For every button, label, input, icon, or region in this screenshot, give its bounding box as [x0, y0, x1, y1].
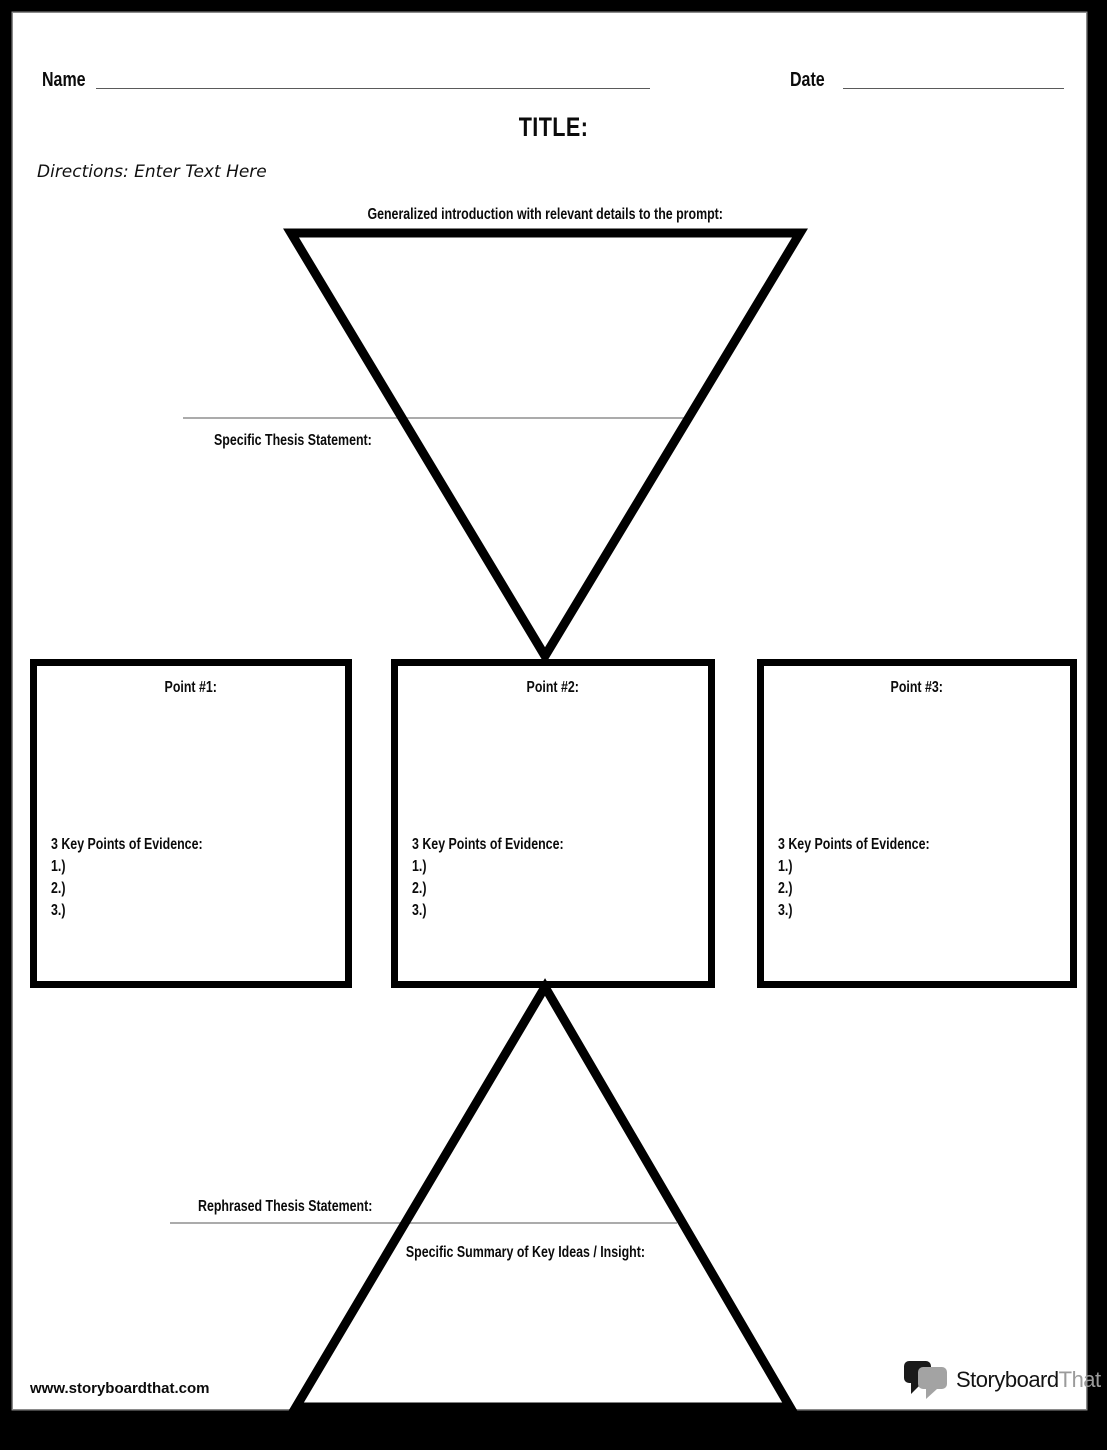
point-title: Point #3: — [890, 679, 944, 696]
evidence-item: 3.) — [51, 902, 66, 919]
evidence-item: 1.) — [51, 858, 66, 875]
evidence-label: 3 Key Points of Evidence: — [51, 836, 203, 853]
point-title: Point #1: — [164, 679, 218, 696]
logo-text: StoryboardThat — [956, 1367, 1101, 1393]
thesis-label: Specific Thesis Statement: — [214, 432, 372, 449]
rephrased-thesis-label: Rephrased Thesis Statement: — [198, 1198, 373, 1215]
evidence-item: 1.) — [412, 858, 427, 875]
evidence-item: 3.) — [412, 902, 427, 919]
point-box-2[interactable]: Point #2: 3 Key Points of Evidence: 1.) … — [391, 659, 715, 988]
conclusion-triangle — [288, 978, 798, 1412]
summary-label: Specific Summary of Key Ideas / Insight: — [405, 1244, 645, 1261]
evidence-item: 1.) — [778, 858, 793, 875]
point-title: Point #2: — [526, 679, 580, 696]
name-line[interactable] — [96, 88, 650, 89]
intro-funnel-label: Generalized introduction with relevant d… — [367, 206, 723, 223]
evidence-block: 3 Key Points of Evidence: 1.) 2.) 3.) — [778, 834, 968, 922]
name-label: Name — [42, 69, 86, 91]
storyboardthat-logo[interactable]: StoryboardThat — [903, 1358, 1101, 1402]
date-label: Date — [790, 69, 825, 91]
evidence-block: 3 Key Points of Evidence: 1.) 2.) 3.) — [412, 834, 602, 922]
footer-url: www.storyboardthat.com — [30, 1380, 210, 1397]
point-box-3[interactable]: Point #3: 3 Key Points of Evidence: 1.) … — [757, 659, 1077, 988]
point-box-1[interactable]: Point #1: 3 Key Points of Evidence: 1.) … — [30, 659, 352, 988]
evidence-item: 2.) — [778, 880, 793, 897]
evidence-block: 3 Key Points of Evidence: 1.) 2.) 3.) — [51, 834, 241, 922]
page-title[interactable]: TITLE: — [518, 112, 589, 142]
evidence-label: 3 Key Points of Evidence: — [778, 836, 930, 853]
speech-bubbles-icon — [904, 1361, 947, 1399]
evidence-item: 2.) — [412, 880, 427, 897]
evidence-item: 3.) — [778, 902, 793, 919]
directions-text[interactable]: Directions: Enter Text Here — [37, 162, 267, 182]
logo-text-storyboard: Storyboard — [956, 1367, 1059, 1392]
evidence-item: 2.) — [51, 880, 66, 897]
logo-text-that: That — [1058, 1367, 1102, 1392]
date-line[interactable] — [843, 88, 1064, 89]
evidence-label: 3 Key Points of Evidence: — [412, 836, 564, 853]
